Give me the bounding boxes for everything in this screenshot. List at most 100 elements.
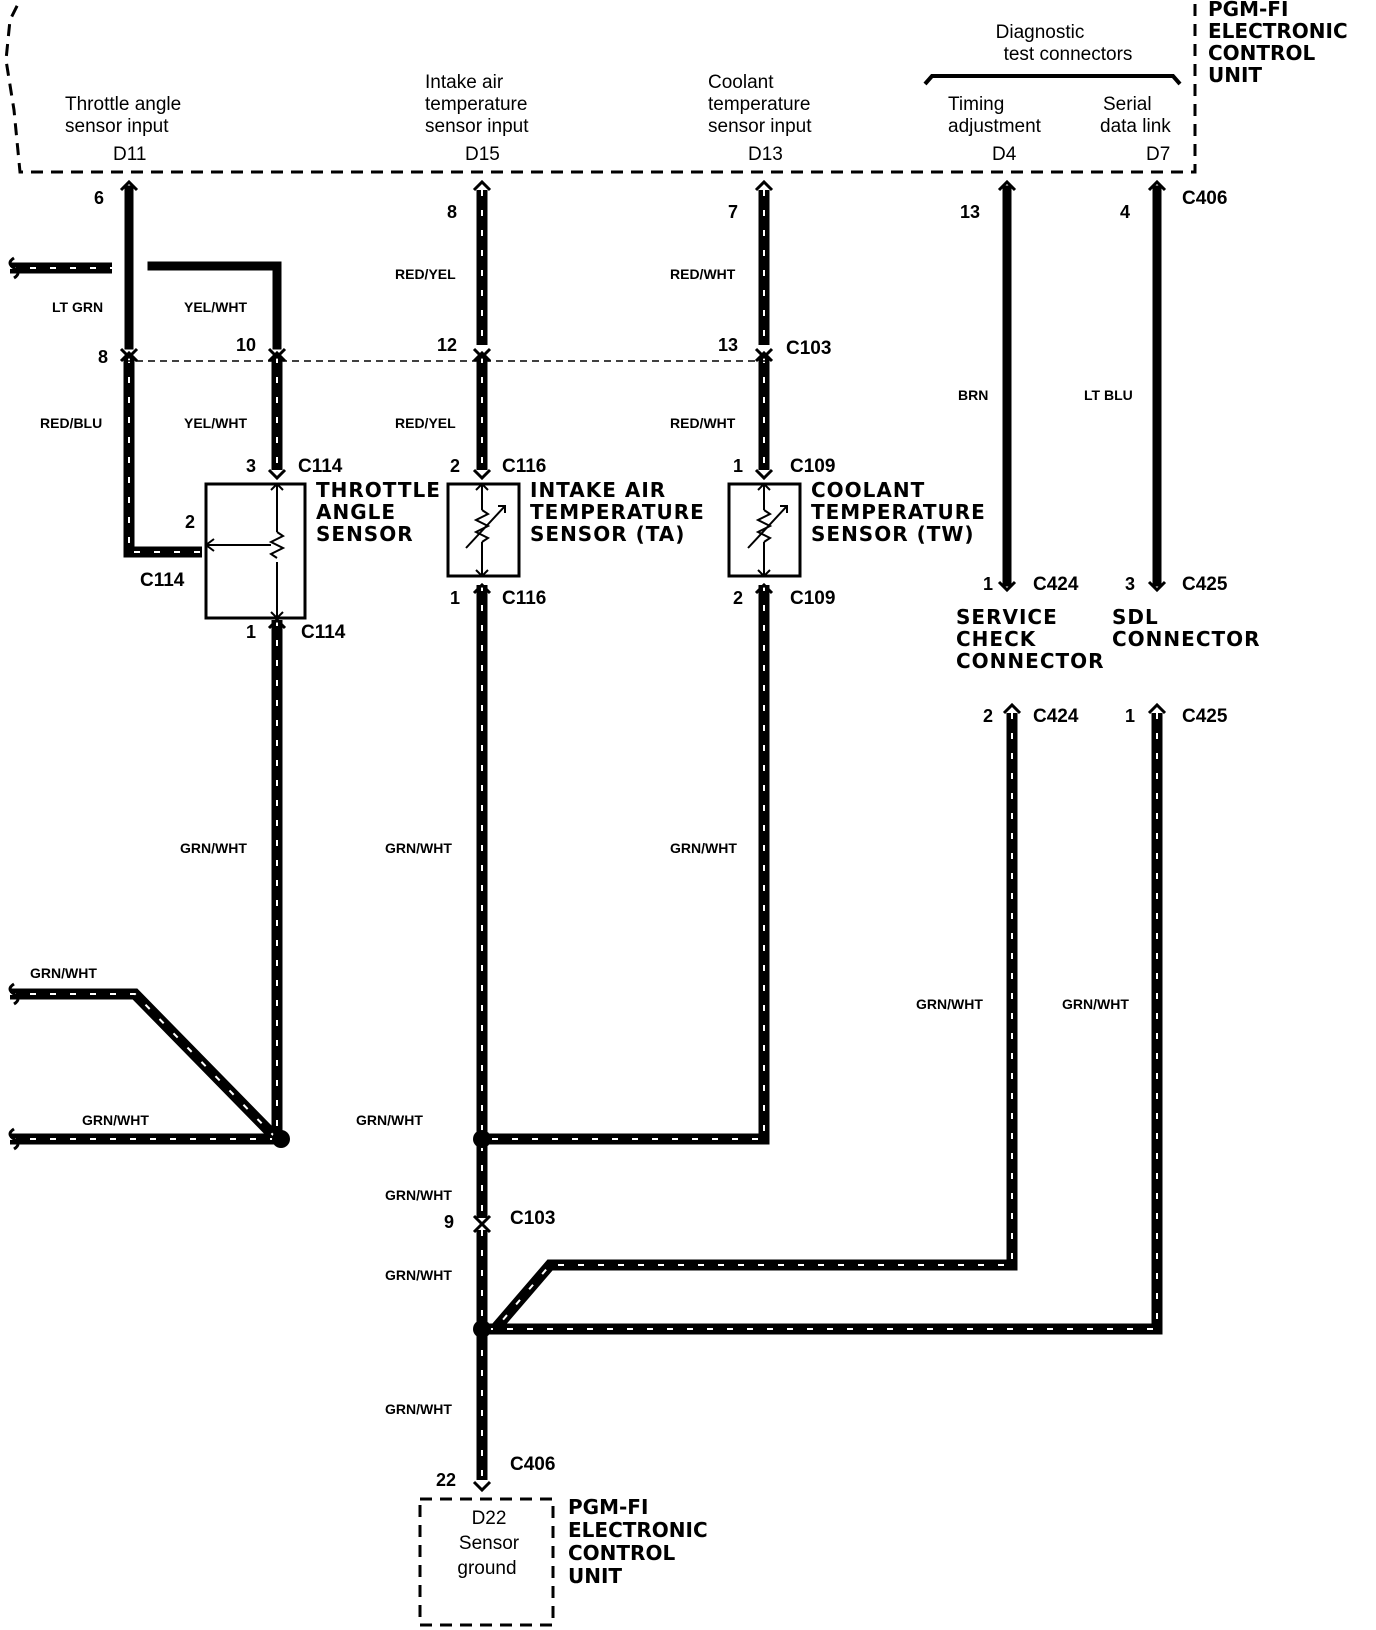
wire-label-grn-wht-4: GRN/WHT bbox=[30, 965, 97, 981]
ecu-input-timing-label-2: adjustment bbox=[948, 116, 1042, 137]
wire-label-grn-wht-3: GRN/WHT bbox=[670, 840, 737, 856]
wires-striped bbox=[10, 190, 1163, 1480]
svg-text:SENSOR: SENSOR bbox=[316, 522, 414, 546]
ecu-input-coolant-label-3: sensor input bbox=[708, 116, 812, 137]
connector-c109-top: C109 bbox=[790, 456, 835, 477]
pin-c109-2: 2 bbox=[733, 588, 743, 608]
connector-c425-top: C425 bbox=[1182, 574, 1228, 595]
wire-label-grn-wht-6: GRN/WHT bbox=[1062, 996, 1129, 1012]
svg-text:Sensor: Sensor bbox=[459, 1533, 520, 1554]
terminal-d4: D4 bbox=[992, 144, 1017, 165]
pin-c114-3: 3 bbox=[246, 456, 256, 476]
splice-points bbox=[272, 1130, 491, 1338]
wire-label-lt-blu: LT BLU bbox=[1084, 387, 1133, 403]
pin-ecu-22: 22 bbox=[436, 1470, 456, 1490]
svg-text:CONNECTOR: CONNECTOR bbox=[956, 649, 1105, 673]
svg-text:SENSOR (TW): SENSOR (TW) bbox=[811, 522, 975, 546]
ecu-bottom-outline bbox=[418, 1497, 555, 1627]
wire-label-grn-wht-5: GRN/WHT bbox=[916, 996, 983, 1012]
wire-label-grn-wht-8: GRN/WHT bbox=[356, 1112, 423, 1128]
terminal-d15: D15 bbox=[465, 144, 500, 165]
pin-c424-2: 2 bbox=[983, 706, 993, 726]
pin-c425-3: 3 bbox=[1125, 574, 1135, 594]
pin-c114-2: 2 bbox=[185, 512, 195, 532]
pin-ecu-4: 4 bbox=[1120, 202, 1130, 222]
connector-c406-bottom: C406 bbox=[510, 1454, 555, 1475]
sdl-connector-label: SDL CONNECTOR bbox=[1112, 605, 1261, 651]
svg-text:ELECTRONIC: ELECTRONIC bbox=[568, 1518, 708, 1542]
connector-c425-bottom: C425 bbox=[1182, 706, 1228, 727]
ecu-top-title: PGM-FI ELECTRONIC CONTROL UNIT bbox=[1208, 0, 1348, 87]
ecu-input-throttle-label-2: sensor input bbox=[65, 116, 169, 137]
ecu-input-intake-label-3: sensor input bbox=[425, 116, 529, 137]
pin-c116-2: 2 bbox=[450, 456, 460, 476]
svg-text:COOLANT: COOLANT bbox=[811, 478, 925, 502]
terminal-d11: D11 bbox=[113, 144, 146, 165]
throttle-sensor-label: THROTTLE ANGLE SENSOR bbox=[316, 478, 441, 546]
pin-ecu-6: 6 bbox=[94, 188, 104, 208]
connector-c114-top: C114 bbox=[298, 456, 343, 477]
wire-label-yel-wht-1: YEL/WHT bbox=[184, 299, 247, 315]
ecu-input-sdl-label-2: data link bbox=[1100, 116, 1171, 137]
pin-c103-13: 13 bbox=[718, 335, 738, 355]
svg-text:SDL: SDL bbox=[1112, 605, 1159, 629]
intake-sensor-label: INTAKE AIR TEMPERATURE SENSOR (TA) bbox=[530, 478, 705, 546]
wire-label-red-wht-1: RED/WHT bbox=[670, 266, 736, 282]
intake-air-temp-sensor bbox=[446, 482, 521, 578]
svg-text:ground: ground bbox=[457, 1558, 516, 1579]
svg-text:SENSOR (TA): SENSOR (TA) bbox=[530, 522, 685, 546]
pin-c103-10: 10 bbox=[236, 335, 256, 355]
pin-c103-12: 12 bbox=[437, 335, 457, 355]
svg-text:PGM-FI: PGM-FI bbox=[568, 1495, 648, 1519]
svg-text:TEMPERATURE: TEMPERATURE bbox=[530, 500, 705, 524]
svg-text:THROTTLE: THROTTLE bbox=[316, 478, 441, 502]
wire-label-grn-wht-1: GRN/WHT bbox=[180, 840, 247, 856]
ecu-input-intake-label: Intake air bbox=[425, 72, 504, 93]
wire-continuation-marks bbox=[8, 256, 20, 1151]
svg-text:Diagnostic: Diagnostic bbox=[996, 22, 1085, 43]
ecu-bottom-title: PGM-FI ELECTRONIC CONTROL UNIT bbox=[568, 1495, 708, 1588]
connector-c406-top: C406 bbox=[1182, 188, 1227, 209]
connector-c103: C103 bbox=[786, 338, 831, 359]
svg-text:UNIT: UNIT bbox=[568, 1564, 622, 1588]
svg-text:INTAKE AIR: INTAKE AIR bbox=[530, 478, 666, 502]
diag-group-label: Diagnostic test connectors bbox=[996, 22, 1133, 65]
svg-text:D22: D22 bbox=[472, 1508, 507, 1529]
svg-text:SERVICE: SERVICE bbox=[956, 605, 1058, 629]
pin-c116-1: 1 bbox=[450, 588, 460, 608]
connector-c424-bottom: C424 bbox=[1033, 706, 1079, 727]
svg-text:CONNECTOR: CONNECTOR bbox=[1112, 627, 1261, 651]
wire-label-brn: BRN bbox=[958, 387, 988, 403]
svg-text:UNIT: UNIT bbox=[1208, 63, 1262, 87]
ecu-input-sdl-label: Serial bbox=[1103, 94, 1152, 115]
wire-label-red-blu: RED/BLU bbox=[40, 415, 102, 431]
wire-label-red-wht-2: RED/WHT bbox=[670, 415, 736, 431]
wire-label-grn-wht-7: GRN/WHT bbox=[82, 1112, 149, 1128]
diag-group-bracket bbox=[923, 74, 1182, 86]
connector-c114-side: C114 bbox=[140, 570, 185, 591]
wire-label-lt-grn: LT GRN bbox=[52, 299, 103, 315]
wires-solid bbox=[124, 185, 1162, 587]
coolant-sensor-label: COOLANT TEMPERATURE SENSOR (TW) bbox=[811, 478, 985, 546]
pin-c424-1: 1 bbox=[983, 574, 993, 594]
svg-text:CONTROL: CONTROL bbox=[568, 1541, 675, 1565]
svg-text:CHECK: CHECK bbox=[956, 627, 1037, 651]
connector-c103-bottom: C103 bbox=[510, 1208, 555, 1229]
pin-c114-1: 1 bbox=[246, 622, 256, 642]
connector-c109-bottom: C109 bbox=[790, 588, 835, 609]
connector-c116-bottom: C116 bbox=[502, 588, 546, 609]
wire-label-red-yel-2: RED/YEL bbox=[395, 415, 456, 431]
ecu-input-coolant-label: Coolant bbox=[708, 72, 774, 93]
ecu-input-throttle-label: Throttle angle bbox=[65, 94, 181, 115]
terminal-d13: D13 bbox=[748, 144, 783, 165]
wire-label-grn-wht-9: GRN/WHT bbox=[385, 1187, 452, 1203]
pin-c425-1: 1 bbox=[1125, 706, 1135, 726]
svg-text:test connectors: test connectors bbox=[1004, 44, 1133, 65]
connector-c116-top: C116 bbox=[502, 456, 546, 477]
svg-text:ELECTRONIC: ELECTRONIC bbox=[1208, 19, 1348, 43]
terminal-d7: D7 bbox=[1146, 144, 1170, 165]
ecu-input-timing-label: Timing bbox=[948, 94, 1004, 115]
wire-label-yel-wht-2: YEL/WHT bbox=[184, 415, 247, 431]
pin-markers bbox=[119, 179, 1167, 1493]
